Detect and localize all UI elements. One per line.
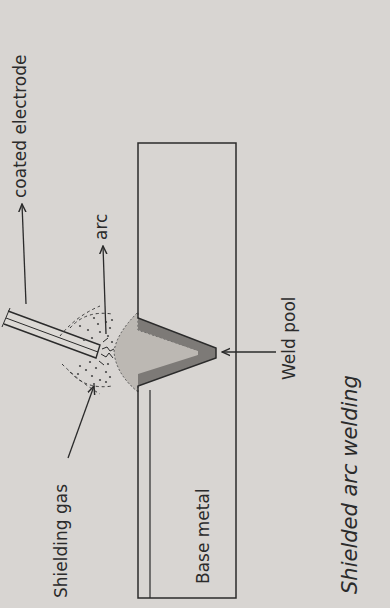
part-label: Base metal: [194, 488, 214, 584]
part-label: arc: [92, 214, 112, 240]
weld-deposit: [114, 312, 200, 392]
part-label: Weld pool: [280, 296, 300, 380]
leader-lines: [22, 204, 276, 458]
plate-edge-line: [149, 390, 150, 598]
weld-pool: [138, 318, 216, 386]
electrode: [2, 308, 100, 358]
diagram-caption: Shielded arc welding: [338, 375, 362, 594]
shielding-gas: [77, 317, 113, 385]
part-label: coated electrode: [11, 55, 31, 198]
base-metal-plate: Base metal: [138, 143, 236, 598]
part-label: Shielding gas: [52, 484, 72, 598]
plate-outline: [138, 143, 236, 598]
gas-flow-lines: [60, 306, 112, 394]
arc-sparks: [99, 338, 114, 365]
plate-border: [138, 143, 236, 598]
